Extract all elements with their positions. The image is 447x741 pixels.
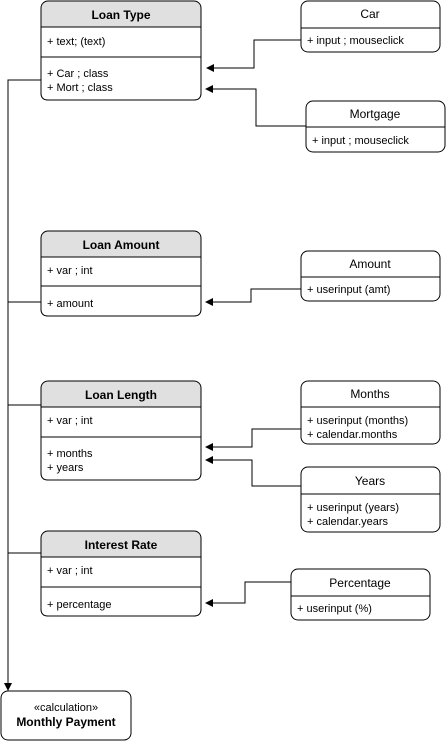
trunk-connector bbox=[7, 79, 41, 684]
mortgage-input-box[interactable]: Mortgage + input ; mouseclick bbox=[305, 100, 446, 153]
loan-type-attr-1: + text; (text) bbox=[47, 36, 105, 48]
years-item-2: + calendar.years bbox=[307, 516, 389, 528]
amount-arrowhead bbox=[205, 298, 213, 306]
car-connector bbox=[214, 39, 301, 69]
years-item-1: + userinput (years) bbox=[307, 502, 399, 514]
amount-box bbox=[300, 250, 441, 302]
loan-amount-attr-1: + var ; int bbox=[47, 265, 93, 277]
amount-title: Amount bbox=[349, 257, 391, 271]
loan-type-method-2: + Mort ; class bbox=[47, 82, 113, 94]
mortgage-item-1: + input ; mouseclick bbox=[312, 135, 409, 147]
amount-item-1: + userinput (amt) bbox=[307, 284, 390, 296]
loan-length-method-1: + months bbox=[47, 448, 93, 460]
months-item-1: + userinput (months) bbox=[307, 415, 408, 427]
loan-type-title: Loan Type bbox=[91, 8, 150, 22]
monthly-payment-class[interactable]: «calculation» Monthly Payment bbox=[0, 690, 132, 741]
monthly-payment-stereotype: «calculation» bbox=[34, 702, 98, 714]
years-connector bbox=[213, 459, 301, 487]
car-box bbox=[300, 0, 441, 53]
years-title: Years bbox=[355, 474, 385, 488]
connectors bbox=[4, 39, 306, 691]
loan-type-class[interactable]: Loan Type + text; (text) + Car ; class +… bbox=[40, 0, 202, 101]
loan-length-body bbox=[40, 406, 202, 481]
percentage-title: Percentage bbox=[329, 576, 391, 590]
months-box bbox=[300, 380, 441, 445]
years-arrowhead bbox=[205, 456, 213, 464]
loan-type-method-1: + Car ; class bbox=[47, 68, 109, 80]
monthly-payment-title: Monthly Payment bbox=[16, 715, 115, 729]
car-item-1: + input ; mouseclick bbox=[307, 35, 404, 47]
mortgage-arrowhead bbox=[205, 85, 213, 93]
loan-length-attr-1: + var ; int bbox=[47, 415, 93, 427]
percentage-item-1: + userinput (%) bbox=[297, 603, 372, 615]
amount-connector bbox=[213, 288, 301, 303]
percentage-connector bbox=[213, 581, 291, 604]
years-box bbox=[300, 466, 441, 533]
car-title: Car bbox=[360, 7, 379, 21]
percentage-box bbox=[290, 568, 431, 621]
months-connector bbox=[213, 428, 301, 448]
amount-input-box[interactable]: Amount + userinput (amt) bbox=[300, 250, 441, 302]
months-arrowhead bbox=[205, 443, 213, 451]
car-arrowhead bbox=[206, 64, 214, 72]
loan-amount-class[interactable]: Loan Amount + var ; int + amount bbox=[40, 230, 202, 317]
loan-length-title: Loan Length bbox=[85, 388, 157, 402]
percentage-arrowhead bbox=[205, 599, 213, 607]
interest-rate-method-1: + percentage bbox=[47, 599, 112, 611]
loan-type-body bbox=[40, 26, 202, 101]
years-input-box[interactable]: Years + userinput (years) + calendar.yea… bbox=[300, 466, 441, 533]
loan-length-class[interactable]: Loan Length + var ; int + months + years bbox=[40, 380, 202, 481]
interest-rate-class[interactable]: Interest Rate + var ; int + percentage bbox=[40, 530, 202, 617]
monthly-payment-box bbox=[0, 690, 132, 741]
interest-rate-attr-1: + var ; int bbox=[47, 565, 93, 577]
loan-amount-method-1: + amount bbox=[47, 298, 93, 310]
months-item-2: + calendar.months bbox=[307, 429, 398, 441]
months-title: Months bbox=[350, 387, 389, 401]
percentage-input-box[interactable]: Percentage + userinput (%) bbox=[290, 568, 431, 621]
interest-rate-title: Interest Rate bbox=[85, 538, 158, 552]
loan-amount-title: Loan Amount bbox=[83, 238, 160, 252]
mortgage-connector bbox=[213, 88, 306, 127]
loan-length-method-2: + years bbox=[47, 462, 84, 474]
months-input-box[interactable]: Months + userinput (months) + calendar.m… bbox=[300, 380, 441, 445]
trunk-arrowhead bbox=[4, 683, 12, 691]
car-input-box[interactable]: Car + input ; mouseclick bbox=[300, 0, 441, 53]
mortgage-title: Mortgage bbox=[350, 107, 401, 121]
